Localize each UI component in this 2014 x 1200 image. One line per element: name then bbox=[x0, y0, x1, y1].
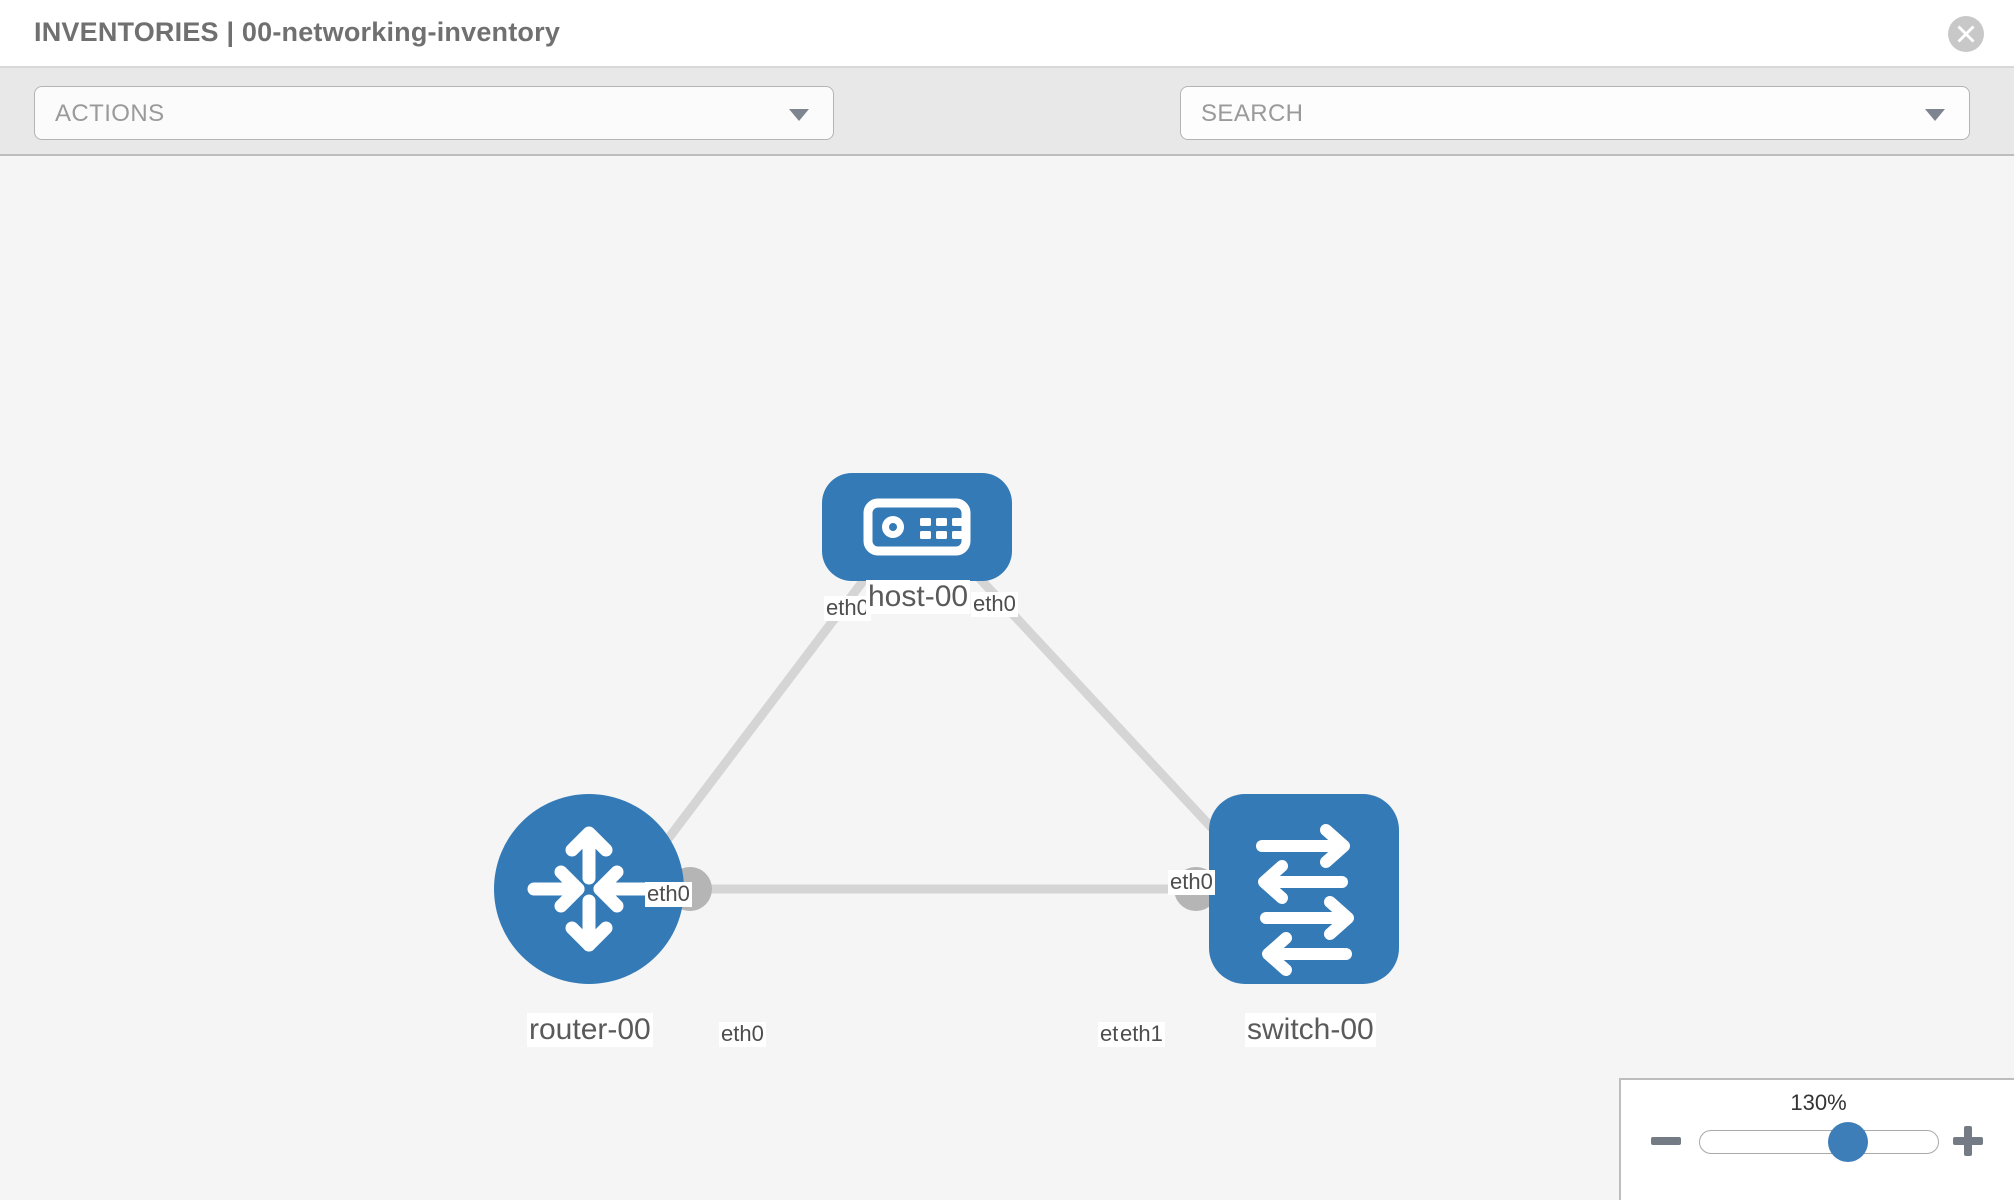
close-icon[interactable] bbox=[1948, 16, 1984, 52]
plus-icon[interactable] bbox=[1951, 1124, 1985, 1158]
chevron-down-icon bbox=[789, 109, 809, 121]
actions-dropdown[interactable]: ACTIONS bbox=[34, 86, 834, 140]
search-input[interactable] bbox=[1199, 87, 1893, 141]
title-bar: INVENTORIES | 00-networking-inventory bbox=[0, 0, 2014, 68]
node-host-00[interactable] bbox=[822, 473, 1012, 581]
minus-icon[interactable] bbox=[1649, 1124, 1683, 1158]
zoom-slider-thumb[interactable] bbox=[1827, 1122, 1868, 1162]
toolbar: ACTIONS bbox=[0, 68, 2014, 203]
iface-label-host00-right: eth0 bbox=[971, 591, 1018, 617]
topology-canvas[interactable]: eth0 eth0 eth0 eth0 eth0 eth0 eth1 host-… bbox=[0, 156, 2014, 1200]
node-router-00[interactable] bbox=[494, 794, 684, 984]
iface-label-switch00-north: eth0 bbox=[1168, 869, 1215, 895]
page-title: INVENTORIES | 00-networking-inventory bbox=[34, 17, 561, 47]
actions-dropdown-label: ACTIONS bbox=[55, 100, 165, 127]
chevron-down-icon[interactable] bbox=[1925, 109, 1945, 121]
node-label-switch-00: switch-00 bbox=[1245, 1013, 1376, 1047]
search-box[interactable] bbox=[1180, 86, 1970, 141]
zoom-slider-track[interactable] bbox=[1699, 1130, 1939, 1154]
zoom-percent-label: 130% bbox=[1790, 1090, 1847, 1115]
node-label-router-00: router-00 bbox=[527, 1013, 653, 1047]
node-switch-00[interactable] bbox=[1209, 794, 1399, 984]
topology-graph bbox=[494, 473, 1399, 984]
zoom-control-panel: 130% bbox=[1619, 1078, 2014, 1200]
iface-label-router00-north: eth0 bbox=[645, 881, 692, 907]
iface-label-host00-left: eth0 bbox=[824, 595, 871, 621]
iface-label-router00-east: eth0 bbox=[719, 1021, 766, 1047]
iface-label-switch00-west-eth1: eth1 bbox=[1118, 1021, 1165, 1047]
node-label-host-00: host-00 bbox=[866, 580, 971, 614]
